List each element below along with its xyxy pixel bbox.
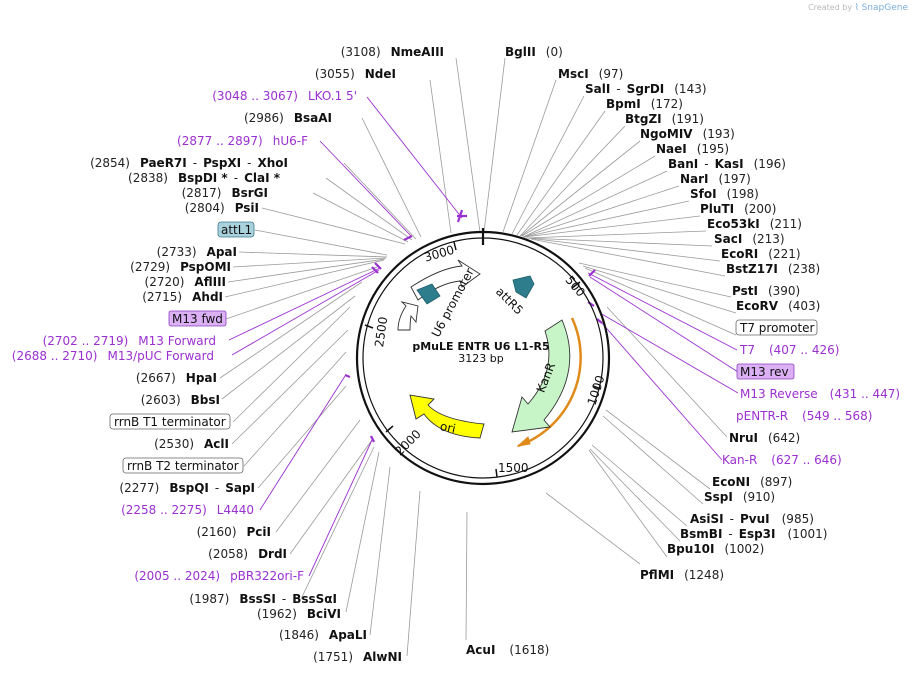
site-nrui[interactable]: NruI(642) [729,431,800,445]
site-apai[interactable]: (2733)ApaI [157,245,237,259]
rrnb-t2-box [122,457,244,474]
site-sspi[interactable]: SspI(910) [704,490,775,504]
primer-lko1-5[interactable]: (3048 .. 3067)LKO.1 5' [212,89,357,103]
attl1-box [217,221,255,238]
right-label-column: BglII(0) MscI(97) SalI-SgrDI(143) BpmI(1… [466,45,900,657]
primer-lines [228,96,739,577]
primer-m13-reverse[interactable]: M13 Reverse(431 .. 447) [740,387,900,401]
primer-pentr-r[interactable]: pENTR-R(549 .. 568) [736,409,872,423]
primer-kan-r[interactable]: Kan-R(627 .. 646) [722,453,842,467]
scale-ticks [364,241,602,478]
site-nmeaiii[interactable]: (3108)NmeAIII [341,45,444,59]
tick-label-500: 500 [562,273,587,300]
site-drdi[interactable]: (2058)DrdI [208,547,287,561]
site-psii[interactable]: (2804)PsiI [185,201,259,215]
site-bpu10i[interactable]: Bpu10I(1002) [667,542,764,556]
credit-brand: SnapGene [861,3,908,13]
tick-label-1500: 1500 [498,461,529,475]
site-alwni[interactable]: (1751)AlwNI [313,650,402,664]
site-eco53ki[interactable]: Eco53kI(211) [707,217,802,231]
kanr-orange-strand [517,317,582,448]
site-pspomi[interactable]: (2729)PspOMI [130,260,231,274]
credit-prefix: Created by [808,3,853,12]
plasmid-size: 3123 bp [458,352,503,365]
plasmid-name: pMuLE ENTR U6 L1-R5 [412,340,549,353]
left-label-column: (3108)NmeAIII (3055)NdeI (3048 .. 3067)L… [12,45,444,664]
site-pcii[interactable]: (2160)PciI [197,525,271,539]
site-acui[interactable]: AcuI(1618) [466,643,549,657]
site-btgzi[interactable]: BtgZI(191) [625,112,704,126]
site-msci[interactable]: MscI(97) [558,67,623,81]
primer-l4440[interactable]: (2258 .. 2275)L4440 [121,503,254,517]
primer-m13-puc-forward[interactable]: (2688 .. 2710)M13/pUC Forward [12,349,214,363]
kanr-arrow [511,319,571,433]
m13-rev-box [736,363,795,380]
site-bspqi-sapi[interactable]: (2277)BspQI-SapI [119,481,255,495]
site-ndei[interactable]: (3055)NdeI [315,67,396,81]
site-bglii[interactable]: BglII(0) [505,45,563,59]
site-ngomiv[interactable]: NgoMIV(193) [640,127,735,141]
tick-label-2500: 2500 [372,316,390,348]
site-bsaai[interactable]: (2986)BsaAI [244,111,332,125]
attl1-segment [416,283,441,305]
u6-promoter-arrow-tail [397,301,419,331]
site-bbsi[interactable]: (2603)BbsI [141,393,220,407]
primer-pbr322ori-f[interactable]: (2005 .. 2024)pBR322ori-F [134,569,304,583]
primer-m13-rev[interactable]: M13 rev [740,365,789,379]
site-acli[interactable]: (2530)AclI [154,437,229,451]
site-bstz17i[interactable]: BstZ17I(238) [726,262,820,276]
feature-t7-promoter[interactable]: T7 promoter [739,321,815,335]
site-apali[interactable]: (1846)ApaLI [279,628,367,642]
feature-attl1[interactable]: attL1 [221,223,252,237]
site-ahdi[interactable]: (2715)AhdI [142,290,223,304]
site-ecori[interactable]: EcoRI(221) [721,247,801,261]
primer-t7[interactable]: T7(407 .. 426) [739,343,839,357]
site-bpmi[interactable]: BpmI(172) [606,97,683,111]
snapgene-logo-icon: ⌇ [854,3,860,13]
m13-fwd-box [168,310,227,327]
ori-arrow [409,394,485,439]
feature-rrnb-t1-terminator[interactable]: rrnB T1 terminator [114,415,226,429]
primer-m13-fwd[interactable]: M13 fwd [172,312,223,326]
feature-label-ori: ori [439,419,457,436]
site-sfoi[interactable]: SfoI(198) [690,187,759,201]
site-bsmbi-esp3i[interactable]: BsmBI-Esp3I(1001) [680,527,827,541]
site-hpai[interactable]: (2667)HpaI [136,371,217,385]
site-pluti[interactable]: PluTI(200) [700,202,776,216]
snapgene-credit: Created by ⌇ SnapGene [808,3,908,13]
site-asisi-pvui[interactable]: AsiSI-PvuI(985) [690,512,814,526]
site-econi[interactable]: EcoNI(897) [712,475,792,489]
site-bsssi-bsssai[interactable]: (1987)BssSI-BssSαI [189,592,337,606]
site-naei[interactable]: NaeI(195) [656,142,729,156]
site-ecorv[interactable]: EcoRV(403) [736,299,820,313]
kanr-orange-arrowhead [516,436,531,447]
site-bsrgi[interactable]: (2817)BsrGI [182,186,268,200]
feature-rrnb-t2-terminator[interactable]: rrnB T2 terminator [127,459,239,473]
site-bcivi[interactable]: (1962)BciVI [257,607,341,621]
site-afliii[interactable]: (2720)AflIII [145,275,226,289]
tick-label-2000: 2000 [392,427,423,458]
site-sali-sgrdi[interactable]: SalI-SgrDI(143) [585,82,707,96]
site-bspdi-clai[interactable]: (2838)BspDI *-ClaI * [128,171,281,185]
primer-m13-forward[interactable]: (2702 .. 2719)M13 Forward [43,334,216,348]
connector-lines [219,57,737,657]
site-bani-kasi[interactable]: BanI-KasI(196) [668,157,786,171]
primer-hu6-f[interactable]: (2877 .. 2897)hU6-F [177,134,308,148]
site-paer7i-pspxi-xhoi[interactable]: (2854)PaeR7I-PspXI-XhoI [90,156,288,170]
t7-promoter-box [735,319,818,336]
site-psti[interactable]: PstI(390) [732,284,800,298]
rrnb-t1-box [109,413,231,430]
site-saci[interactable]: SacI(213) [714,232,785,246]
site-pflmi[interactable]: PflMI(1248) [640,568,724,582]
site-nari[interactable]: NarI(197) [680,172,751,186]
attr5-arrow [512,275,535,299]
